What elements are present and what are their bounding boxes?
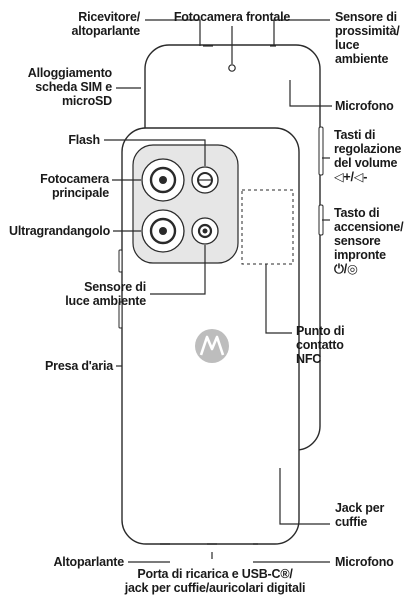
label-jack-cuffie: Jack per cuffie xyxy=(335,501,385,529)
label-sensore-prossimita: Sensore di prossimità/ luce ambiente xyxy=(335,10,400,66)
label-porta-ricarica: Porta di ricarica e USB-C®/ jack per cuf… xyxy=(124,567,306,595)
phone-front-side-buttons xyxy=(318,126,324,176)
nfc-area xyxy=(241,189,294,265)
label-fotocamera-frontale: Fotocamera frontale xyxy=(173,10,291,24)
label-microfono-top: Microfono xyxy=(335,99,394,113)
flash-icon xyxy=(191,166,219,194)
label-presa-aria: Presa d'aria xyxy=(45,359,113,373)
leader-lines xyxy=(104,19,332,563)
motorola-logo-icon xyxy=(195,329,229,363)
label-fotocamera-principale: Fotocamera principale xyxy=(40,172,109,200)
label-nfc: Punto di contatto NFC xyxy=(296,324,345,366)
ultrawide-camera-icon xyxy=(141,209,185,253)
main-camera-icon xyxy=(141,158,185,202)
label-tasto-accensione: Tasto di accensione/ sensore impronte ⏻/… xyxy=(334,206,404,276)
label-microfono-bottom: Microfono xyxy=(335,555,394,569)
label-ricevitore: Ricevitore/ altoparlante xyxy=(71,10,141,38)
label-sensore-luce: Sensore di luce ambiente xyxy=(65,280,146,308)
label-ultragrandangolo: Ultragrandangolo xyxy=(9,224,110,238)
ambient-light-sensor-icon xyxy=(191,217,219,245)
phone-back-side-button-top xyxy=(118,249,123,273)
label-alloggiamento-sim: Alloggiamento scheda SIM e microSD xyxy=(27,66,112,108)
phone-back-side-button-bottom xyxy=(118,301,123,329)
label-tasti-volume: Tasti di regolazione del volume ◁+/◁- xyxy=(334,128,402,184)
front-camera-icon xyxy=(228,64,236,72)
label-altoparlante: Altoparlante xyxy=(53,555,124,569)
label-flash: Flash xyxy=(68,133,100,147)
